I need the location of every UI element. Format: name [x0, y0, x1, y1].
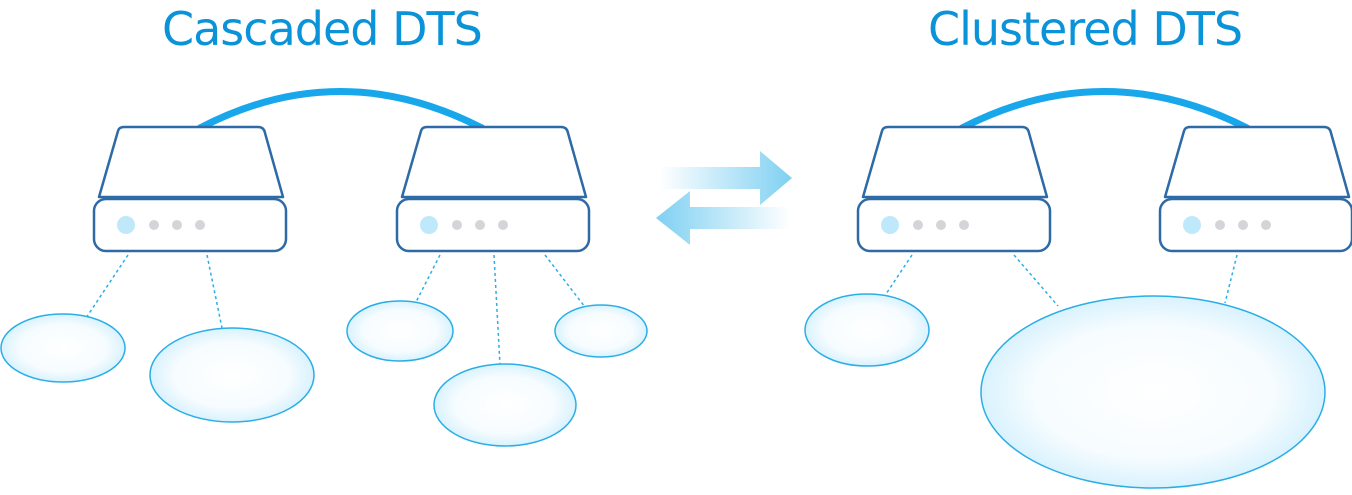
arrow-right-icon — [660, 151, 792, 205]
cascaded-link-arc — [196, 88, 486, 132]
cloud-6 — [804, 293, 930, 367]
cloud-5 — [433, 363, 577, 447]
cloud-1 — [0, 313, 126, 383]
cloud-3 — [346, 300, 454, 362]
bidirectional-arrows-icon — [656, 151, 792, 245]
clustered-server-1-icon — [856, 125, 1052, 253]
cascaded-server-1-icon — [92, 125, 288, 253]
clustered-dts-title: Clustered DTS — [928, 2, 1243, 56]
clustered-clouds — [804, 293, 1326, 489]
cloud-7 — [980, 295, 1326, 489]
cascaded-server-2-icon — [395, 125, 591, 253]
arrow-left-icon — [656, 191, 790, 245]
clustered-server-2-icon — [1158, 125, 1352, 253]
clustered-dotted-links — [883, 254, 1238, 307]
cloud-4 — [554, 304, 648, 358]
clustered-link-arc — [958, 88, 1251, 132]
cascaded-dotted-links — [85, 254, 586, 366]
cascaded-clouds — [0, 300, 648, 447]
cloud-2 — [149, 327, 315, 423]
cascaded-dts-title: Cascaded DTS — [162, 2, 483, 56]
